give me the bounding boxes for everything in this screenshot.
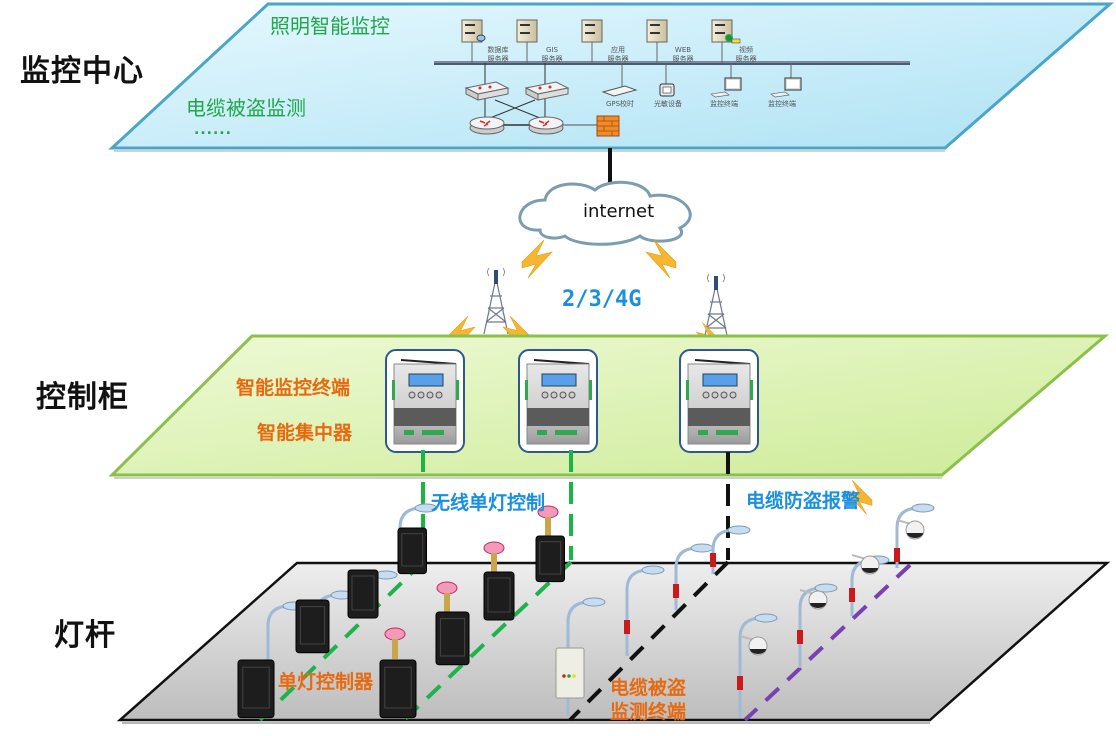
street-lamp-pole-icon	[624, 565, 665, 656]
label-cable-theft-alarm: 电缆防盗报警	[746, 490, 861, 512]
lotus-lamp-icon	[537, 505, 559, 537]
cell-tower-icon	[703, 273, 729, 341]
wireless-standard-label: 2/3/4G	[562, 287, 642, 312]
server-caption: 视频 服务器	[735, 46, 757, 63]
internet-label: internet	[583, 201, 655, 222]
monitoring-center-plane	[108, 2, 1114, 150]
gps-timing-icon	[601, 63, 638, 97]
dome-camera-icon	[739, 635, 768, 656]
device-caption: 监控终端	[768, 100, 796, 108]
router-icon	[528, 116, 564, 135]
database-server-icon	[461, 19, 486, 63]
device-caption: GPS校时	[605, 100, 635, 108]
gis-server-icon	[516, 19, 538, 63]
layer-label-control-cabinet: 控制柜	[36, 380, 129, 415]
smart-monitoring-terminal-icon	[679, 349, 759, 453]
cell-tower-icon	[483, 267, 509, 335]
lightning-icon	[645, 239, 677, 279]
monitor-terminal-icon	[770, 63, 802, 98]
monitor-terminal-icon	[710, 63, 742, 98]
dome-camera-icon	[851, 554, 880, 575]
label-smart-monitoring-terminal: 智能监控终端	[236, 377, 351, 399]
lightning-icon	[521, 239, 553, 279]
switch-router-group	[464, 63, 620, 137]
internet-cloud-icon	[518, 180, 692, 246]
street-lamp-pole-icon	[894, 503, 935, 568]
label-cable-monitor-line2: 监测终端	[610, 701, 687, 723]
lamp-pole-group	[237, 503, 935, 719]
server-caption: WEB 服务器	[672, 46, 694, 63]
device-caption: 光敏设备	[654, 100, 682, 108]
street-lamp-pole-icon	[797, 583, 838, 668]
single-lamp-controller-icon	[535, 535, 565, 583]
dome-camera-icon	[896, 519, 925, 540]
cable-alarm-link	[568, 452, 730, 722]
single-lamp-controller-icon	[237, 659, 275, 719]
router-icon	[469, 116, 505, 135]
light-sensor-icon	[659, 63, 675, 97]
label-smart-concentrator: 智能集中器	[257, 422, 353, 444]
label-single-lamp-controller: 单灯控制器	[278, 671, 374, 693]
switch-icon	[524, 81, 570, 101]
label-wireless-single-lamp-control: 无线单灯控制	[431, 492, 546, 514]
street-lamp-pole-icon	[737, 613, 778, 718]
feature-lighting-monitoring: 照明智能监控	[270, 14, 390, 38]
feature-cable-theft-monitoring: 电缆被盗监测	[186, 96, 306, 120]
lotus-lamp-icon	[384, 627, 406, 659]
video-server-icon	[711, 19, 741, 63]
single-lamp-controller-icon	[483, 571, 515, 621]
single-lamp-controller-icon	[295, 599, 330, 654]
single-lamp-controller-icon	[397, 527, 427, 575]
server-group	[461, 19, 741, 63]
lotus-lamp-icon	[483, 541, 505, 573]
server-caption: 数据库 服务器	[487, 46, 509, 63]
firewall-icon	[596, 115, 620, 137]
single-lamp-controller-icon	[347, 569, 379, 619]
smart-monitoring-terminal-icon	[385, 349, 465, 453]
layer-label-monitoring-center: 监控中心	[20, 54, 144, 89]
cable-theft-monitor-terminal-icon	[555, 647, 585, 699]
single-lamp-controller-icon	[379, 659, 417, 719]
terminal-device-group	[601, 63, 802, 98]
feature-ellipsis: ......	[194, 122, 232, 138]
dome-camera-icon	[799, 589, 828, 610]
tower-group	[483, 267, 729, 341]
application-server-icon	[581, 19, 603, 63]
label-cable-monitor-line1: 电缆被盗	[610, 677, 687, 699]
lightning-icon	[844, 480, 873, 515]
server-caption: 应用 服务器	[607, 46, 629, 63]
street-lamp-pole-icon	[710, 525, 751, 574]
web-server-icon	[646, 19, 668, 63]
cabinet-terminal-group	[385, 349, 759, 453]
wireless-control-links	[258, 450, 573, 722]
control-cabinet-plane	[108, 334, 1110, 477]
camera-link	[743, 563, 912, 722]
server-caption: GIS 服务器	[541, 46, 563, 63]
lotus-lamp-icon	[436, 581, 458, 613]
single-lamp-controller-icon	[435, 611, 470, 666]
street-lamp-pole-icon	[566, 597, 606, 716]
device-caption: 监控终端	[710, 100, 738, 108]
switch-icon	[464, 81, 510, 101]
layer-label-lamp-poles: 灯杆	[54, 618, 116, 653]
smart-monitoring-terminal-icon	[518, 349, 598, 453]
street-lamp-pole-icon	[673, 543, 714, 610]
